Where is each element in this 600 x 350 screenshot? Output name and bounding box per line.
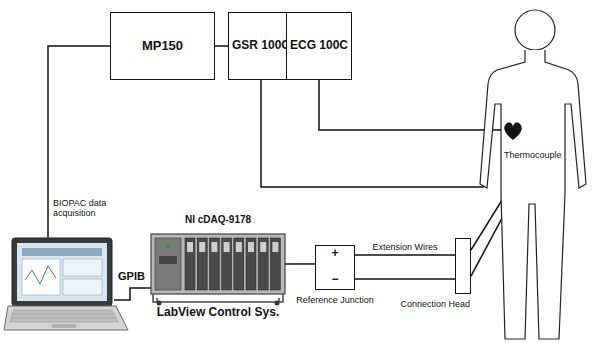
module-box: GSR 100C — [228, 12, 294, 80]
wire-label: Extension Wires — [370, 243, 439, 253]
daq-chassis: NI cDAQ-9178LabView Control Sys. — [143, 212, 293, 324]
node-label: LabView Control Sys. — [143, 306, 293, 320]
heart-symbol — [504, 123, 522, 140]
node-label: ECG 100C — [290, 39, 348, 53]
gpib-cable — [114, 288, 151, 300]
module-box: MP150 — [110, 12, 215, 80]
reference-junction: +−Reference Junction — [315, 245, 355, 290]
connection-head: Connection Head — [455, 238, 471, 294]
node-label: GSR 100C — [232, 39, 290, 53]
human-body: Thermocouple — [465, 4, 595, 344]
node-label: Reference Junction — [296, 295, 374, 305]
wire-connector — [319, 80, 505, 130]
interface-label: GPIB — [118, 270, 145, 283]
node-label: Thermocouple — [503, 150, 563, 160]
caption-label: BIOPAC data acquisition — [53, 198, 115, 219]
module-box: ECG 100C — [286, 12, 352, 80]
body-silhouette — [465, 4, 595, 344]
wire-connector — [215, 45, 228, 47]
laptop-illustration — [4, 238, 128, 330]
wire-connector — [355, 278, 455, 280]
node-label: MP150 — [142, 39, 183, 54]
node-label: − — [316, 273, 354, 287]
node-label: NI cDAQ-9178 — [143, 214, 293, 226]
wire-connector — [293, 263, 315, 265]
node-label: + — [316, 247, 354, 261]
node-label: Connection Head — [400, 299, 470, 309]
wire-connector — [261, 80, 484, 187]
wire-connector — [355, 254, 455, 256]
